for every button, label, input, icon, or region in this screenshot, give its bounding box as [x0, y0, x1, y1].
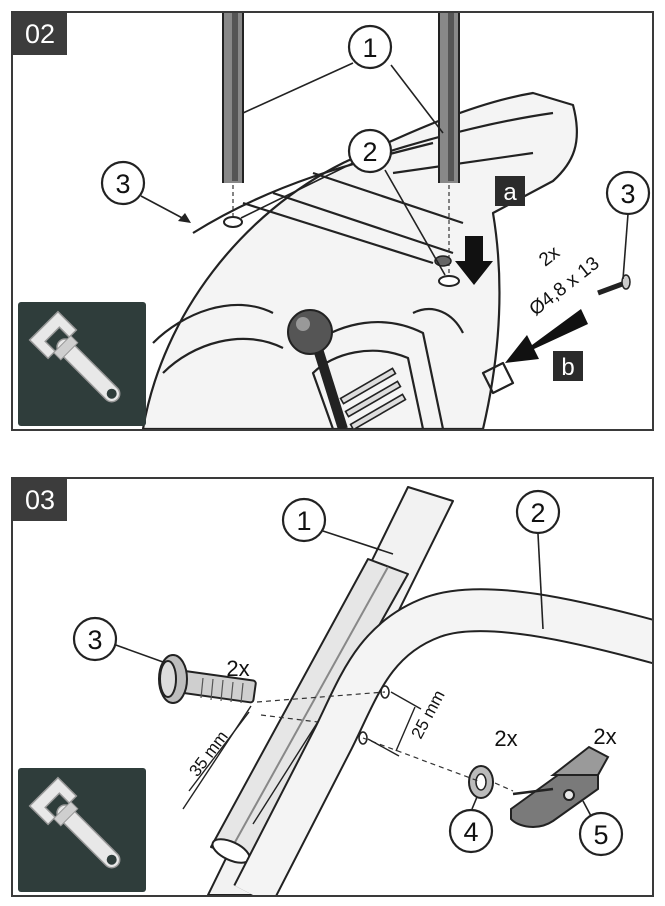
mower-housing-illustration: 1 2 3 3 a b 2x Ø4,8 x 13 — [100, 13, 651, 429]
screw-icon — [597, 274, 631, 296]
handle-assembly-illustration: 35 mm 25 mm 1 2 3 4 5 2x — [72, 486, 652, 895]
callout-3-left: 3 — [115, 169, 130, 199]
callout-2: 2 — [530, 498, 545, 528]
tool-wrench-badge — [18, 768, 146, 892]
wrench-icon — [28, 776, 121, 869]
callout-2: 2 — [362, 137, 377, 167]
step-03-panel: 03 — [11, 477, 654, 897]
arrow-label-b: b — [561, 354, 574, 381]
arrow-label-a: a — [503, 179, 517, 206]
screw-spec: Ø4,8 x 13 — [526, 253, 604, 320]
dimension-bolt-spacing: 35 mm — [185, 727, 231, 780]
callout-5: 5 — [593, 820, 608, 850]
callout-4: 4 — [463, 817, 478, 847]
tool-wrench-badge — [18, 302, 146, 426]
washer-quantity: 2x — [494, 726, 517, 751]
step-number-badge: 03 — [13, 479, 67, 521]
wrench-icon — [28, 310, 121, 403]
callout-1: 1 — [296, 506, 311, 536]
dimension-hole-spacing: 25 mm — [408, 687, 449, 742]
knob-quantity: 2x — [593, 724, 616, 749]
step-number-badge: 02 — [13, 13, 67, 55]
callout-1: 1 — [362, 33, 377, 63]
screw-quantity: 2x — [535, 242, 564, 271]
callout-3-right: 3 — [620, 179, 635, 209]
callout-3: 3 — [87, 625, 102, 655]
step-02-panel: 02 — [11, 11, 654, 431]
bolt-quantity: 2x — [226, 656, 249, 681]
